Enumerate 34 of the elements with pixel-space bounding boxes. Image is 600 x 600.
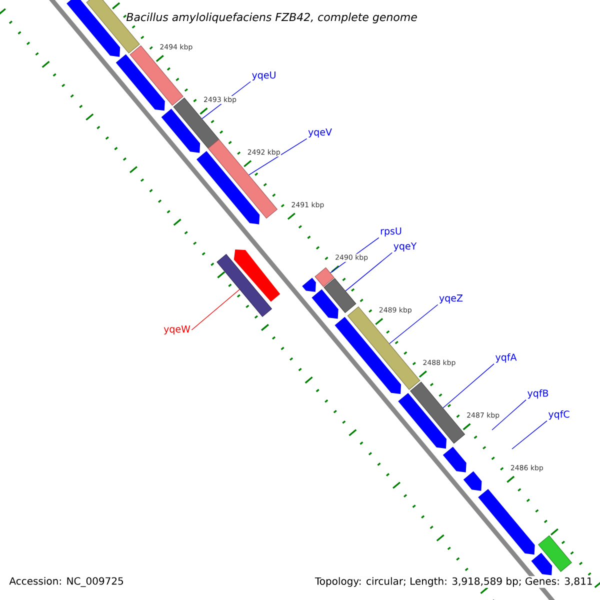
gene-label: yqeZ: [439, 294, 463, 304]
leader-line: [512, 420, 548, 450]
gene-label: yqfC: [548, 410, 570, 420]
leader-line: [248, 138, 308, 176]
gene-label: yqfB: [528, 389, 548, 399]
gene-label: yqeV: [308, 128, 332, 138]
gene-label: yqeU: [252, 72, 276, 80]
gene-label: yqfA: [496, 353, 517, 363]
leader-line: [492, 399, 526, 430]
gene-bar: [173, 98, 220, 149]
leader-line: [389, 304, 438, 344]
leader-line: [191, 289, 240, 330]
gene-feature: [302, 278, 316, 292]
gene-feature: [463, 471, 482, 491]
gene-bar: [347, 306, 420, 390]
gene-label: rpsU: [380, 228, 402, 236]
gene-feature: [398, 392, 446, 449]
footer-text: Topology: circular; Length: 3,918,589 bp; Genes: 3,811: [314, 576, 594, 588]
leader-line: [345, 252, 392, 292]
footer-text: Accession: NC_009725: [9, 577, 124, 587]
gene-feature: [234, 249, 280, 302]
gene-feature: [312, 289, 338, 319]
gene-label: yqeW: [164, 326, 190, 334]
gene-feature: [334, 316, 402, 394]
gene-feature: [116, 54, 165, 111]
gene-feature: [66, 0, 120, 57]
gene-feature: [531, 552, 552, 576]
gene-feature: [478, 488, 535, 555]
gene-label: yqeY: [394, 242, 417, 252]
gene-bar: [538, 535, 572, 572]
gene-feature: [161, 108, 200, 153]
title: Bacillus amyloliquefaciens FZB42, complete genome: [126, 12, 417, 24]
gene-feature: [442, 446, 466, 472]
leader-line: [442, 363, 494, 408]
